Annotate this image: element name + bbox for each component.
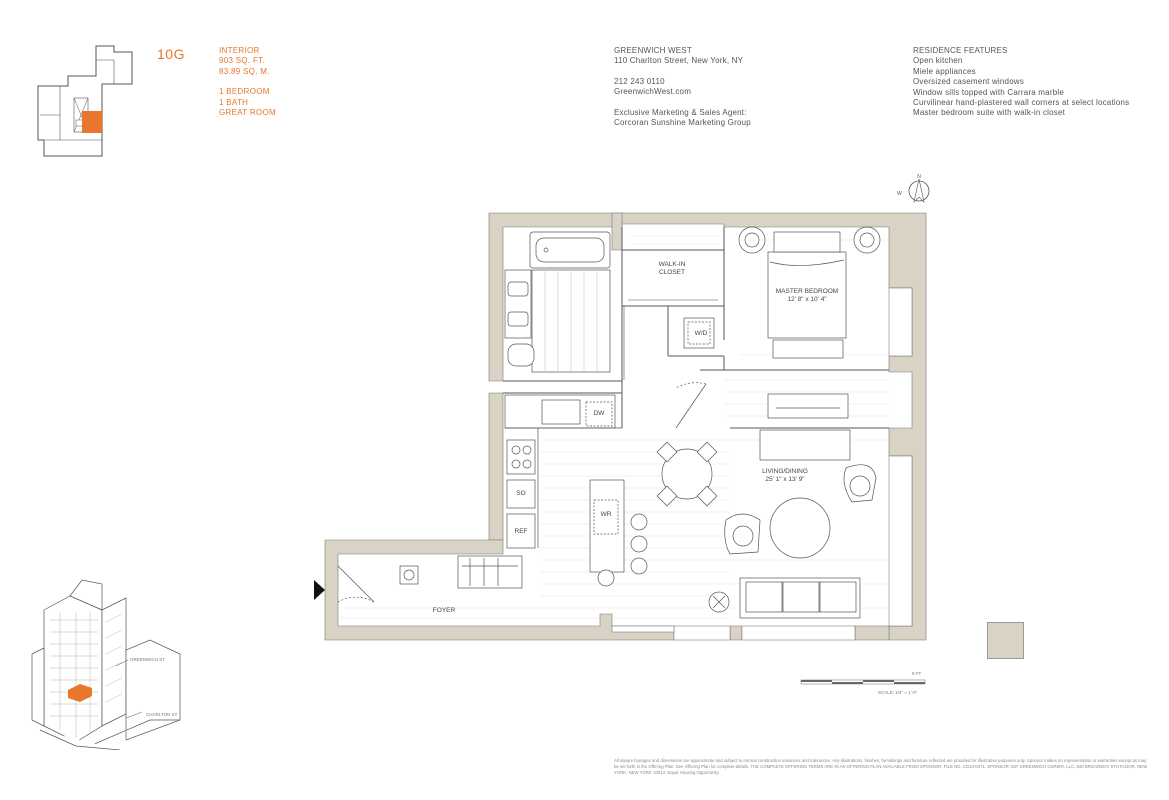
nightstand bbox=[853, 226, 881, 254]
sink bbox=[541, 399, 581, 425]
washer-dryer bbox=[683, 317, 715, 349]
interior-info: INTERIOR 903 SQ. FT. 83.89 SQ. M. 1 BEDR… bbox=[219, 46, 276, 118]
layout-line: 1 BATH bbox=[219, 97, 249, 107]
feature-item: Oversized casement windows bbox=[913, 77, 1025, 87]
feature-item: Open kitchen bbox=[913, 56, 963, 66]
dining-set bbox=[656, 441, 718, 507]
scale-label: SCALE: 1/4" = 1'-0" bbox=[878, 690, 918, 695]
keyplan-unit-highlight bbox=[82, 111, 102, 133]
speed-oven-label: SO bbox=[516, 490, 526, 497]
stool bbox=[597, 569, 615, 587]
context-unit-highlight bbox=[68, 684, 92, 702]
media-console bbox=[759, 429, 851, 461]
street-label-greenwich: GREENWICH ST bbox=[130, 657, 166, 662]
context-map bbox=[31, 579, 181, 750]
master-bedroom-dims: 12' 8" x 10' 4" bbox=[787, 296, 827, 303]
keyplan bbox=[37, 45, 133, 157]
feature-item: Miele appliances bbox=[913, 66, 976, 76]
island bbox=[589, 479, 648, 587]
master-bedroom-name: MASTER BEDROOM bbox=[775, 288, 839, 295]
partitions bbox=[503, 227, 889, 429]
foyer-label: FOYER bbox=[432, 607, 456, 614]
compass-needle bbox=[913, 178, 925, 203]
foyer-closet bbox=[457, 555, 523, 589]
living-furniture bbox=[708, 429, 877, 619]
scale-ft-label: 8 FT bbox=[912, 671, 922, 676]
living-dining-dims: 25' 1" x 13' 9" bbox=[765, 476, 805, 483]
interior-line: 83.89 SQ. M. bbox=[219, 66, 270, 76]
vanity bbox=[504, 269, 532, 339]
living-dining-label: LIVING/DINING 25' 1" x 13' 9" bbox=[750, 468, 820, 484]
entry-arrow bbox=[314, 580, 325, 600]
entry-door-swing bbox=[337, 565, 375, 603]
layout-line: GREAT ROOM bbox=[219, 108, 276, 118]
residence-features: RESIDENCE FEATURES Open kitchen Miele ap… bbox=[913, 46, 1129, 119]
lounge-chair bbox=[724, 513, 761, 555]
layout-line: 1 BEDROOM bbox=[219, 87, 270, 97]
stool bbox=[630, 557, 648, 575]
dresser bbox=[767, 393, 849, 419]
walk-in-closet-shelves bbox=[623, 299, 718, 380]
features-heading: RESIDENCE FEATURES bbox=[913, 46, 1008, 55]
wine-refrigerator-label: WR bbox=[600, 511, 612, 518]
coffee-table bbox=[769, 497, 831, 559]
walk-in-closet-line: WALK-IN bbox=[658, 261, 686, 268]
feature-item: Curvilinear hand-plastered wall corners … bbox=[913, 98, 1130, 108]
unit-number: 10G bbox=[157, 46, 185, 62]
building-phone: 212 243 0110 bbox=[614, 76, 665, 86]
stool bbox=[630, 535, 648, 553]
building-address: 110 Charlton Street, New York, NY bbox=[614, 56, 744, 66]
speed-oven bbox=[506, 479, 536, 509]
washer-dryer-label: W/D bbox=[694, 330, 708, 337]
bedroom-furniture bbox=[738, 226, 881, 419]
foyer-elements bbox=[337, 382, 707, 603]
feature-item: Window sills topped with Carrara marble bbox=[913, 87, 1064, 97]
compass-west: W bbox=[897, 191, 902, 197]
legal-disclaimer: All square footages and dimensions are a… bbox=[614, 758, 1148, 775]
feature-item: Master bedroom suite with walk-in closet bbox=[913, 108, 1066, 118]
dishwasher-label: DW bbox=[593, 410, 605, 417]
floor-plan bbox=[314, 212, 927, 641]
street-label-charlton: CHARLTON ST bbox=[146, 712, 178, 717]
stair-legend-swatch bbox=[987, 622, 1024, 659]
bathroom bbox=[504, 231, 611, 373]
bathtub bbox=[529, 231, 611, 269]
bed bbox=[767, 251, 847, 339]
scale-bar bbox=[800, 679, 926, 685]
building-website: GreenwichWest.com bbox=[614, 87, 692, 97]
walk-in-closet-label: WALK-IN CLOSET bbox=[652, 261, 692, 277]
stool bbox=[630, 513, 648, 531]
cooktop bbox=[506, 439, 536, 475]
interior-line: INTERIOR bbox=[219, 46, 260, 55]
interior-line: 903 SQ. FT. bbox=[219, 56, 265, 66]
nightstand bbox=[738, 226, 766, 254]
master-bedroom-label: MASTER BEDROOM 12' 8" x 10' 4" bbox=[768, 288, 846, 304]
dishwasher bbox=[585, 401, 613, 427]
agent-label: Exclusive Marketing & Sales Agent: bbox=[614, 107, 747, 117]
toilet bbox=[507, 343, 535, 367]
agent-name: Corcoran Sunshine Marketing Group bbox=[614, 118, 751, 128]
building-info: GREENWICH WEST 110 Charlton Street, New … bbox=[614, 46, 751, 128]
compass-north: N bbox=[917, 174, 921, 180]
refrigerator-label: REF bbox=[514, 528, 528, 535]
living-dining-name: LIVING/DINING bbox=[762, 468, 808, 475]
bedroom-door-swing bbox=[675, 383, 707, 429]
kitchen bbox=[504, 394, 622, 549]
refrigerator bbox=[506, 513, 536, 549]
lounge-chair bbox=[843, 464, 877, 503]
window-mullions bbox=[611, 287, 913, 641]
walk-in-closet-line: CLOSET bbox=[658, 269, 685, 276]
building-name: GREENWICH WEST bbox=[614, 46, 692, 55]
compass: N W bbox=[897, 174, 930, 203]
